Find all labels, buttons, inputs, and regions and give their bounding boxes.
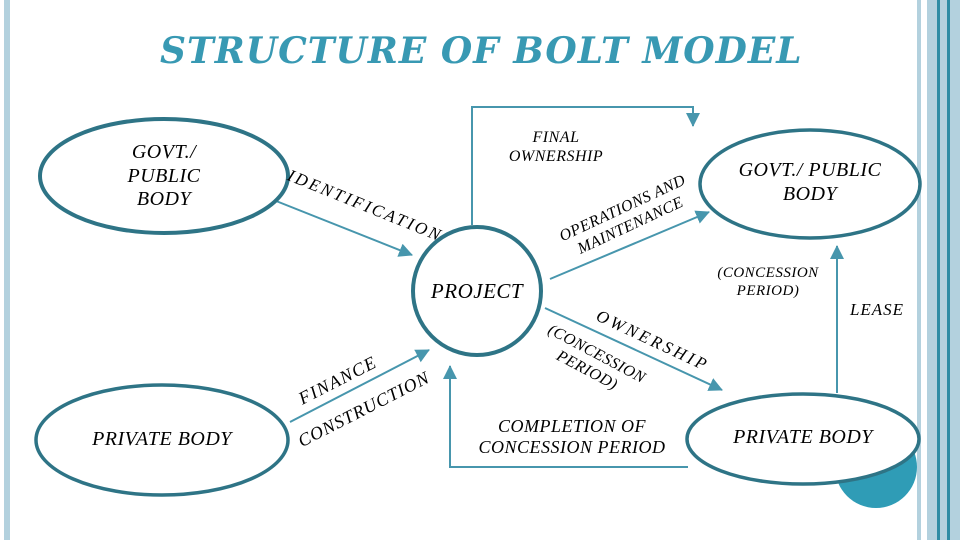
operations-maintenance-arrow xyxy=(549,210,710,280)
right-accent-line-2 xyxy=(947,0,950,540)
edge-label-concession-period-lease: (CONCESSION PERIOD) xyxy=(717,265,819,299)
ownership-arrow xyxy=(544,307,723,391)
edge-label-final-ownership: FINAL OWNERSHIP xyxy=(508,129,604,165)
left-accent-stripe xyxy=(4,0,10,540)
node-label-project: PROJECT xyxy=(430,279,524,303)
node-private-bottom-left xyxy=(34,383,290,497)
node-label-govt-public-top-right: GOVT./ PUBLIC BODY xyxy=(738,159,882,205)
node-govt-public-top-left xyxy=(38,117,290,235)
node-label-govt-public-top-left: GOVT./ PUBLIC BODY xyxy=(127,141,201,211)
node-label-private-bottom-right: PRIVATE BODY xyxy=(733,426,873,448)
node-project xyxy=(411,225,543,357)
right-accent-stripe-band xyxy=(927,0,960,540)
final-ownership-connector xyxy=(471,106,700,225)
finance-construction-arrow xyxy=(289,349,430,423)
node-label-private-bottom-left: PRIVATE BODY xyxy=(92,428,232,450)
identification-arrow xyxy=(265,196,413,257)
edge-label-lease: LEASE xyxy=(849,300,905,319)
completion-connector xyxy=(443,365,688,468)
right-accent-stripe-thin xyxy=(917,0,921,540)
edge-label-completion: COMPLETION OF CONCESSION PERIOD xyxy=(478,416,666,458)
node-private-bottom-right xyxy=(685,392,921,486)
right-accent-line-1 xyxy=(937,0,940,540)
node-govt-public-top-right xyxy=(698,128,922,240)
page-title: STRUCTURE OF BOLT MODEL xyxy=(160,30,803,72)
